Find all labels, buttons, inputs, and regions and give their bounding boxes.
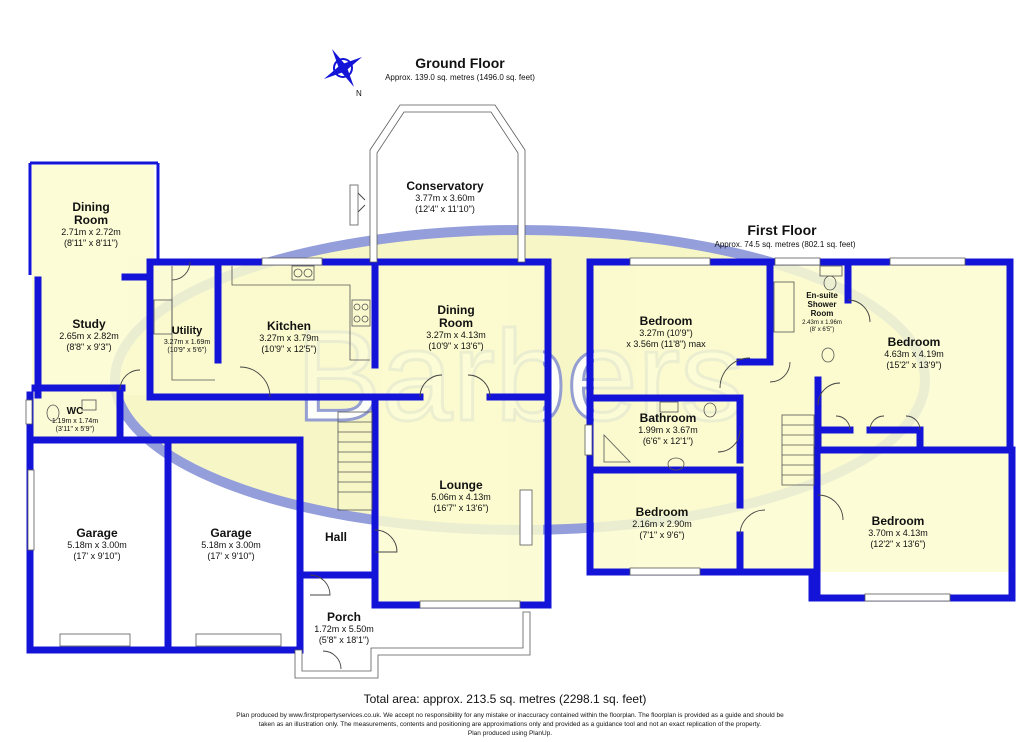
svg-text:3.27m x 3.79m: 3.27m x 3.79m bbox=[259, 333, 319, 343]
ground-floor-walls bbox=[26, 104, 552, 679]
svg-text:(15'2" x 13'9"): (15'2" x 13'9") bbox=[886, 360, 941, 370]
room-label-bedroom-4: Bedroom 3.70m x 4.13m (12'2" x 13'6") bbox=[868, 514, 928, 549]
svg-text:Porch: Porch bbox=[327, 610, 361, 624]
svg-text:Room: Room bbox=[811, 309, 834, 318]
ground-windows bbox=[25, 257, 533, 647]
total-area: Total area: approx. 213.5 sq. metres (22… bbox=[364, 692, 647, 706]
svg-text:3.77m x 3.60m: 3.77m x 3.60m bbox=[415, 193, 475, 203]
svg-text:Room: Room bbox=[74, 213, 108, 227]
svg-text:Bedroom: Bedroom bbox=[640, 314, 693, 328]
svg-text:WC: WC bbox=[67, 406, 84, 417]
room-label-lounge: Lounge 5.06m x 4.13m (16'7" x 13'6") bbox=[431, 478, 491, 513]
svg-text:1.19m x 1.74m: 1.19m x 1.74m bbox=[52, 418, 98, 425]
room-label-dining-room: Dining Room 3.27m x 4.13m (10'9" x 13'6"… bbox=[426, 303, 486, 351]
svg-text:(10'9" x 12'5"): (10'9" x 12'5") bbox=[261, 344, 316, 354]
svg-text:Bedroom: Bedroom bbox=[872, 514, 925, 528]
room-label-ensuite: En-suite Shower Room 2.43m x 1.96m (8' x… bbox=[802, 291, 842, 333]
svg-text:(16'7" x 13'6"): (16'7" x 13'6") bbox=[433, 503, 488, 513]
svg-text:5.06m x 4.13m: 5.06m x 4.13m bbox=[431, 492, 491, 502]
room-label-bedroom-2: Bedroom 4.63m x 4.19m (15'2" x 13'9") bbox=[884, 335, 944, 370]
room-label-garage-1: Garage 5.18m x 3.00m (17' x 9'10") bbox=[67, 526, 127, 561]
svg-text:Dining: Dining bbox=[437, 303, 474, 317]
svg-text:1.99m x 3.67m: 1.99m x 3.67m bbox=[638, 425, 698, 435]
svg-text:(10'9" x 13'6"): (10'9" x 13'6") bbox=[428, 341, 483, 351]
svg-text:(8'8" x 9'3"): (8'8" x 9'3") bbox=[66, 342, 111, 352]
room-label-bedroom-1: Bedroom 3.27m (10'9") x 3.56m (11'8") ma… bbox=[626, 314, 706, 349]
ground-floor-area: Approx. 139.0 sq. metres (1496.0 sq. fee… bbox=[385, 73, 535, 82]
svg-text:Garage: Garage bbox=[210, 526, 252, 540]
svg-text:2.43m x 1.96m: 2.43m x 1.96m bbox=[802, 320, 842, 326]
svg-text:5.18m x 3.00m: 5.18m x 3.00m bbox=[67, 540, 127, 550]
disclaimer-line-3: Plan produced using PlanUp. bbox=[468, 730, 552, 737]
svg-text:En-suite: En-suite bbox=[806, 291, 838, 300]
svg-text:(5'8" x 18'1"): (5'8" x 18'1") bbox=[319, 635, 369, 645]
room-label-hall: Hall bbox=[325, 530, 347, 544]
first-floor-walls bbox=[586, 258, 1016, 602]
svg-text:1.72m x 5.50m: 1.72m x 5.50m bbox=[314, 624, 374, 634]
room-label-study: Study 2.65m x 2.82m (8'8" x 9'3") bbox=[59, 317, 119, 352]
svg-text:Bedroom: Bedroom bbox=[636, 505, 689, 519]
disclaimer-line-1: Plan produced by www.firstpropertyservic… bbox=[236, 712, 784, 719]
disclaimer-line-2: taken as an illustration only. The measu… bbox=[259, 721, 761, 728]
ground-doors bbox=[119, 184, 491, 670]
svg-text:(17' x 9'10"): (17' x 9'10") bbox=[73, 551, 120, 561]
first-floor-title: First Floor bbox=[747, 222, 817, 238]
room-label-dining-room-small: Dining Room 2.71m x 2.72m (8'11" x 8'11"… bbox=[61, 200, 121, 248]
svg-text:Kitchen: Kitchen bbox=[267, 319, 311, 333]
compass-label: N bbox=[356, 89, 362, 98]
svg-text:Bathroom: Bathroom bbox=[640, 411, 697, 425]
room-label-conservatory: Conservatory 3.77m x 3.60m (12'4" x 11'1… bbox=[406, 179, 484, 214]
svg-text:Dining: Dining bbox=[72, 200, 109, 214]
room-label-bathroom: Bathroom 1.99m x 3.67m (6'6" x 12'1") bbox=[638, 411, 698, 446]
room-label-kitchen: Kitchen 3.27m x 3.79m (10'9" x 12'5") bbox=[259, 319, 319, 354]
svg-text:(3'11" x 5'9"): (3'11" x 5'9") bbox=[56, 426, 95, 433]
first-windows bbox=[584, 257, 966, 602]
svg-text:(17' x 9'10"): (17' x 9'10") bbox=[207, 551, 254, 561]
svg-text:3.27m (10'9"): 3.27m (10'9") bbox=[639, 328, 692, 338]
svg-text:Conservatory: Conservatory bbox=[406, 179, 484, 193]
svg-text:(10'9" x 5'6"): (10'9" x 5'6") bbox=[167, 347, 206, 354]
first-floor-area: Approx. 74.5 sq. metres (802.1 sq. feet) bbox=[715, 240, 856, 249]
svg-text:2.16m x 2.90m: 2.16m x 2.90m bbox=[632, 519, 692, 529]
svg-text:Bedroom: Bedroom bbox=[888, 335, 941, 349]
svg-text:Garage: Garage bbox=[76, 526, 118, 540]
compass-icon bbox=[323, 48, 363, 88]
svg-text:Utility: Utility bbox=[172, 325, 203, 337]
svg-text:(8'11" x 8'11"): (8'11" x 8'11") bbox=[64, 238, 118, 248]
svg-text:x 3.56m (11'8") max: x 3.56m (11'8") max bbox=[626, 339, 706, 349]
svg-text:(12'2" x 13'6"): (12'2" x 13'6") bbox=[870, 539, 925, 549]
svg-text:Lounge: Lounge bbox=[439, 478, 483, 492]
first-doors bbox=[717, 299, 921, 536]
ground-floor-title: Ground Floor bbox=[415, 55, 505, 71]
first-room-labels: Bedroom 3.27m (10'9") x 3.56m (11'8") ma… bbox=[626, 291, 943, 549]
room-label-porch: Porch 1.72m x 5.50m (5'8" x 18'1") bbox=[314, 610, 374, 645]
ground-stairs bbox=[337, 411, 373, 511]
svg-text:(12'4" x 11'10"): (12'4" x 11'10") bbox=[415, 204, 475, 214]
svg-text:3.70m x 4.13m: 3.70m x 4.13m bbox=[868, 528, 928, 538]
svg-text:(7'1" x 9'6"): (7'1" x 9'6") bbox=[639, 530, 684, 540]
svg-text:3.27m x 4.13m: 3.27m x 4.13m bbox=[426, 330, 486, 340]
svg-text:(8' x 6'5"): (8' x 6'5") bbox=[810, 327, 835, 333]
svg-text:Study: Study bbox=[72, 317, 106, 331]
svg-text:3.27m x 1.69m: 3.27m x 1.69m bbox=[164, 339, 210, 346]
svg-text:Shower: Shower bbox=[808, 300, 837, 309]
svg-text:5.18m x 3.00m: 5.18m x 3.00m bbox=[201, 540, 261, 550]
ground-room-labels: Conservatory 3.77m x 3.60m (12'4" x 11'1… bbox=[52, 179, 491, 645]
floor-fills bbox=[30, 165, 1009, 602]
room-label-utility: Utility 3.27m x 1.69m (10'9" x 5'6") bbox=[164, 325, 210, 354]
svg-text:Hall: Hall bbox=[325, 530, 347, 544]
first-fittings bbox=[603, 265, 843, 486]
svg-text:Room: Room bbox=[439, 316, 473, 330]
kitchen-fittings bbox=[46, 265, 371, 422]
room-label-garage-2: Garage 5.18m x 3.00m (17' x 9'10") bbox=[201, 526, 261, 561]
room-label-wc: WC 1.19m x 1.74m (3'11" x 5'9") bbox=[52, 406, 98, 433]
svg-text:2.71m x 2.72m: 2.71m x 2.72m bbox=[61, 227, 121, 237]
svg-text:4.63m x 4.19m: 4.63m x 4.19m bbox=[884, 349, 944, 359]
svg-text:(6'6" x 12'1"): (6'6" x 12'1") bbox=[643, 436, 693, 446]
room-label-bedroom-3: Bedroom 2.16m x 2.90m (7'1" x 9'6") bbox=[632, 505, 692, 540]
svg-text:2.65m x 2.82m: 2.65m x 2.82m bbox=[59, 331, 119, 341]
